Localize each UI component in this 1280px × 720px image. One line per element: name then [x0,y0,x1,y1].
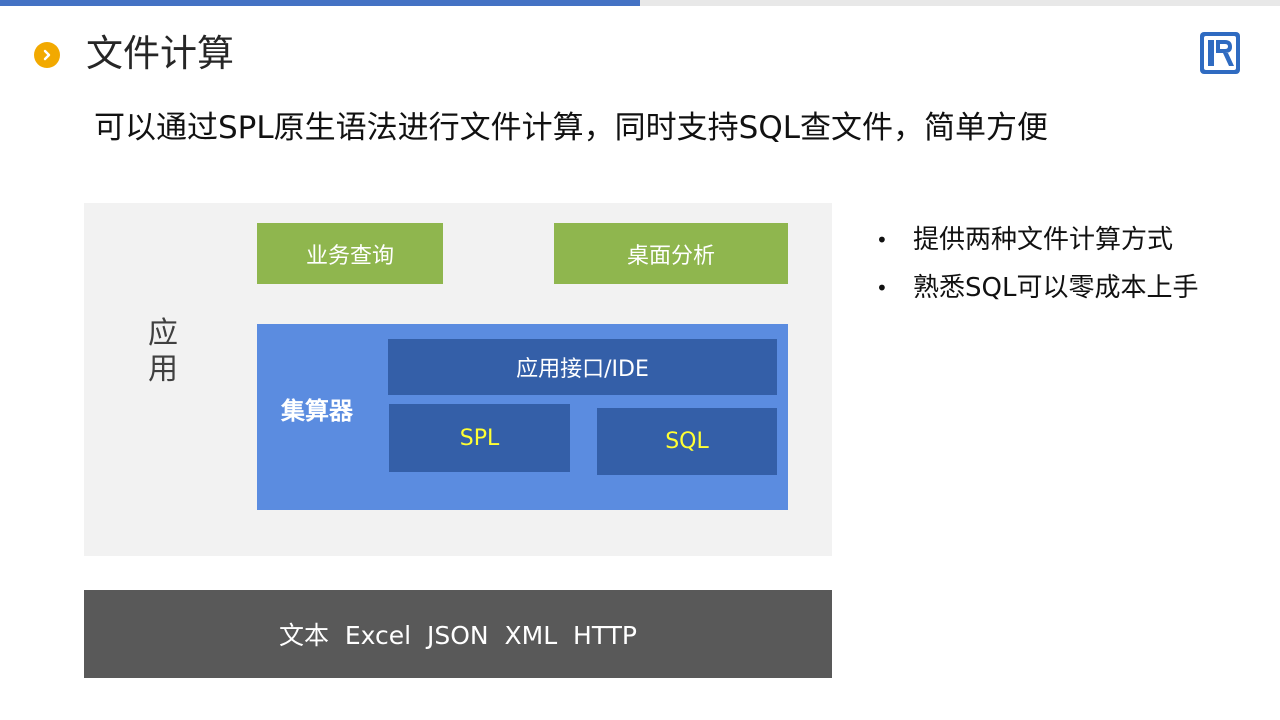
sql-engine-box: SQL [597,408,777,475]
business-query-box: 业务查询 [257,223,443,284]
chevron-right-icon [43,49,51,61]
feature-list: 提供两种文件计算方式 熟悉SQL可以零成本上手 [872,216,1202,312]
top-progress-track [640,0,1280,6]
application-layer-label: 应用 [148,316,178,387]
api-ide-box: 应用接口/IDE [388,339,777,395]
calculator-label: 集算器 [281,397,353,425]
page-subtitle: 可以通过SPL原生语法进行文件计算，同时支持SQL查文件，简单方便 [94,110,1048,146]
page-title: 文件计算 [86,32,234,75]
top-progress-bar [0,0,640,6]
feature-item: 熟悉SQL可以零成本上手 [872,264,1202,312]
chevron-right-circle-icon [34,42,60,68]
feature-item: 提供两种文件计算方式 [872,216,1202,264]
desktop-analysis-box: 桌面分析 [554,223,788,284]
r-logo-icon [1199,31,1241,75]
data-sources-bar: 文本 Excel JSON XML HTTP [84,590,832,678]
spl-engine-box: SPL [389,404,570,472]
